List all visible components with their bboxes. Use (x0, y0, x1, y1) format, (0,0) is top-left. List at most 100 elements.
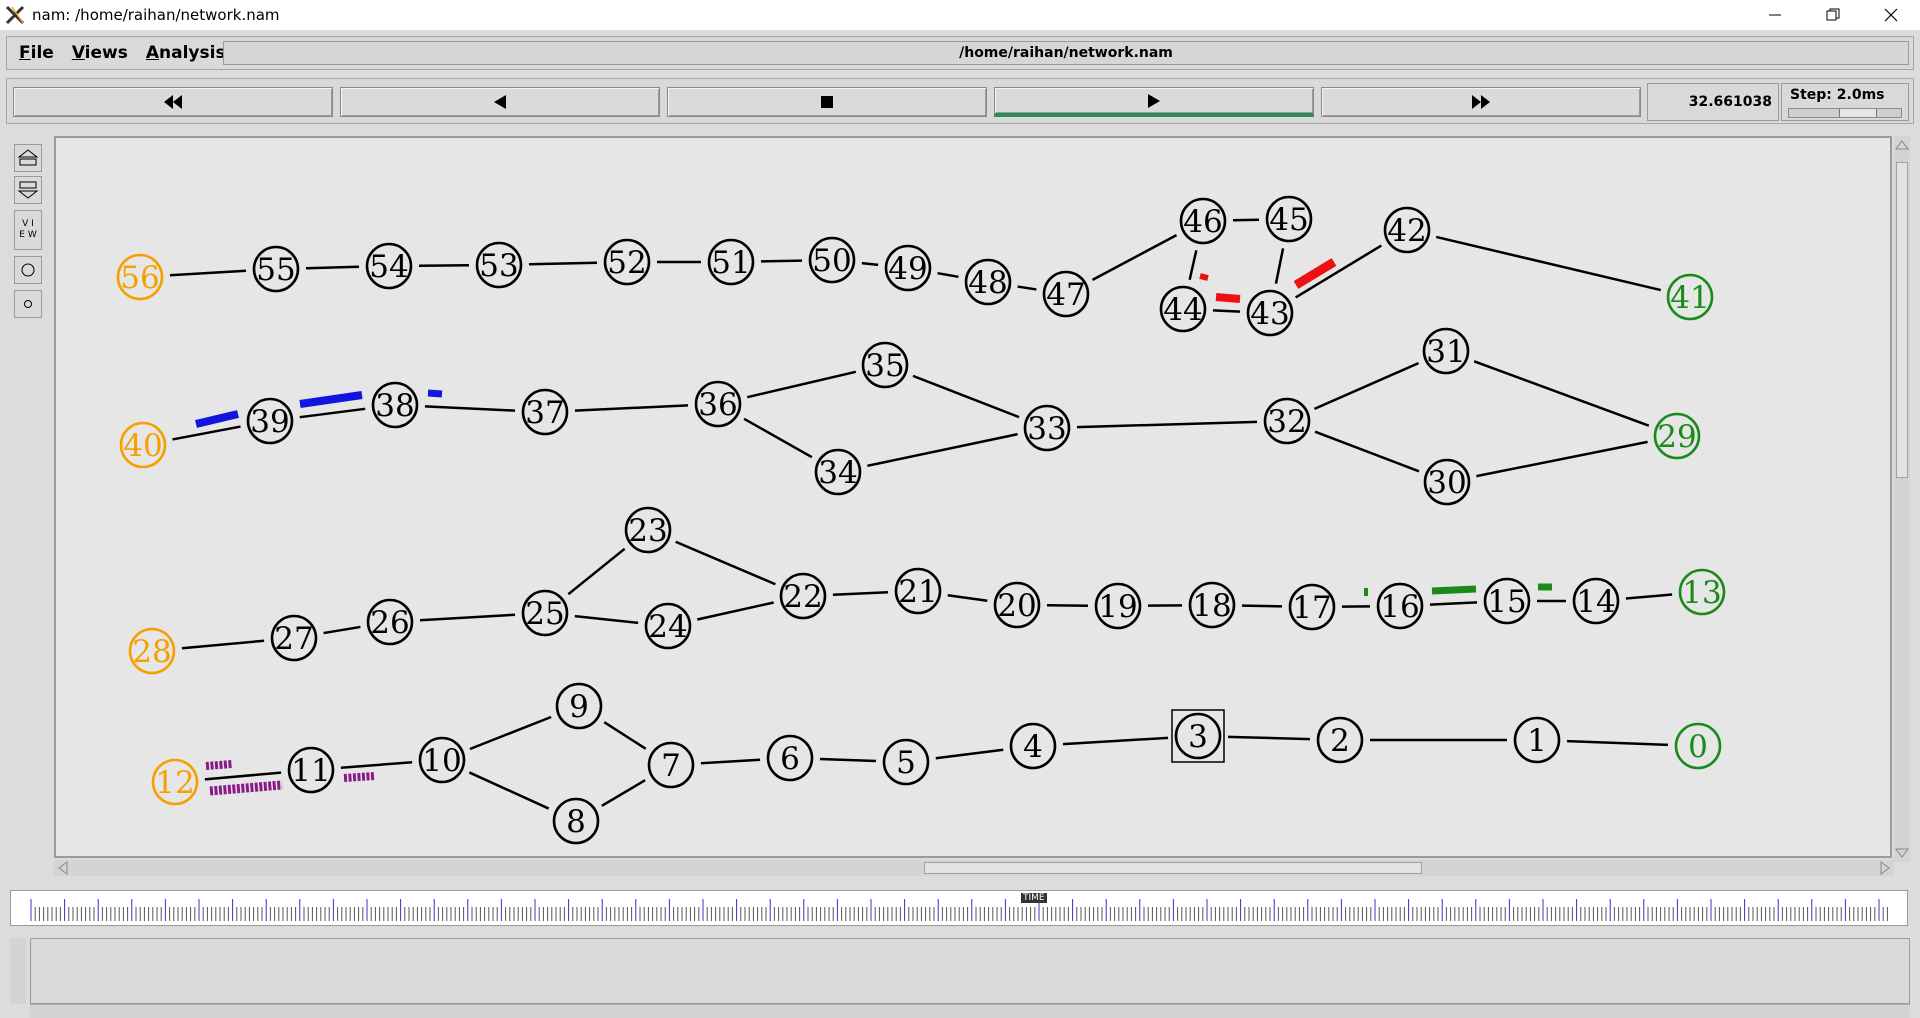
node-25[interactable]: 25 (523, 591, 567, 635)
link-48-47[interactable] (1018, 287, 1037, 290)
restore-button[interactable] (1804, 0, 1862, 30)
link-47-46[interactable] (1092, 235, 1176, 280)
node-19[interactable]: 19 (1096, 584, 1140, 628)
node-49[interactable]: 49 (886, 246, 930, 290)
node-36[interactable]: 36 (696, 382, 740, 426)
node-27[interactable]: 27 (272, 616, 316, 660)
node-43[interactable]: 43 (1248, 291, 1292, 335)
link-39-38[interactable] (300, 409, 365, 417)
node-4[interactable]: 4 (1011, 724, 1055, 768)
play-button[interactable] (994, 87, 1314, 117)
link-25-23[interactable] (568, 549, 624, 594)
link-31-29[interactable] (1474, 361, 1649, 425)
node-48[interactable]: 48 (966, 260, 1010, 304)
link-35-33[interactable] (913, 376, 1019, 417)
node-2[interactable]: 2 (1318, 718, 1362, 762)
vertical-scrollbar[interactable] (1894, 136, 1910, 862)
node-51[interactable]: 51 (709, 240, 753, 284)
link-45-43[interactable] (1276, 248, 1283, 283)
link-10-9[interactable] (470, 717, 551, 749)
node-16[interactable]: 16 (1378, 584, 1422, 628)
node-7[interactable]: 7 (649, 743, 693, 787)
link-55-54[interactable] (306, 267, 359, 268)
node-46[interactable]: 46 (1181, 199, 1225, 243)
step-slider[interactable] (1788, 108, 1902, 118)
link-32-30[interactable] (1315, 432, 1419, 472)
node-47[interactable]: 47 (1044, 272, 1088, 316)
link-9-7[interactable] (604, 722, 645, 749)
packet-red[interactable] (1296, 262, 1334, 285)
packet-purple[interactable] (210, 785, 282, 791)
link-37-36[interactable] (575, 405, 688, 410)
time-slider-thumb[interactable]: TIME (1021, 893, 1047, 903)
link-11-10[interactable] (341, 762, 412, 767)
node-29[interactable]: 29 (1655, 414, 1699, 458)
horizontal-scrollbar[interactable] (54, 860, 1894, 876)
node-13[interactable]: 13 (1680, 570, 1724, 614)
node-large-button[interactable] (14, 256, 42, 284)
link-44-43[interactable] (1213, 310, 1240, 311)
node-small-button[interactable] (14, 290, 42, 318)
node-37[interactable]: 37 (523, 390, 567, 434)
link-50-49[interactable] (862, 263, 878, 265)
node-56[interactable]: 56 (118, 255, 162, 299)
node-39[interactable]: 39 (248, 399, 292, 443)
link-23-22[interactable] (676, 542, 776, 584)
node-22[interactable]: 22 (781, 574, 825, 618)
node-54[interactable]: 54 (367, 244, 411, 288)
node-32[interactable]: 32 (1265, 399, 1309, 443)
link-7-6[interactable] (701, 760, 760, 763)
packet-red[interactable] (1200, 276, 1208, 278)
link-5-4[interactable] (936, 750, 1003, 759)
packet-green[interactable] (1432, 589, 1476, 591)
horizontal-scroll-thumb[interactable] (924, 862, 1422, 874)
link-36-35[interactable] (747, 372, 856, 397)
node-5[interactable]: 5 (884, 740, 928, 784)
view-button[interactable]: V I E W (14, 210, 42, 250)
packet-purple[interactable] (344, 776, 374, 778)
link-10-8[interactable] (469, 772, 548, 808)
annotation-horizontal-scrollbar[interactable] (30, 1004, 1910, 1018)
node-30[interactable]: 30 (1425, 460, 1469, 504)
vertical-scroll-thumb[interactable] (1896, 162, 1908, 478)
packet-blue[interactable] (428, 393, 442, 394)
stop-button[interactable] (667, 87, 987, 117)
link-32-31[interactable] (1314, 363, 1418, 409)
node-10[interactable]: 10 (420, 738, 464, 782)
node-50[interactable]: 50 (810, 238, 854, 282)
link-26-25[interactable] (420, 615, 515, 621)
node-26[interactable]: 26 (368, 600, 412, 644)
link-28-27[interactable] (182, 641, 264, 649)
link-51-50[interactable] (761, 261, 802, 262)
node-42[interactable]: 42 (1385, 208, 1429, 252)
link-43-42[interactable] (1296, 246, 1382, 298)
menu-file[interactable]: File (19, 43, 54, 63)
node-1[interactable]: 1 (1515, 718, 1559, 762)
node-20[interactable]: 20 (995, 583, 1039, 627)
node-15[interactable]: 15 (1485, 579, 1529, 623)
node-44[interactable]: 44 (1161, 287, 1205, 331)
node-24[interactable]: 24 (646, 604, 690, 648)
link-6-5[interactable] (820, 759, 876, 761)
link-46-44[interactable] (1190, 250, 1197, 279)
zoom-out-button[interactable] (14, 176, 42, 204)
link-34-33[interactable] (867, 434, 1017, 466)
link-36-34[interactable] (744, 419, 812, 457)
link-12-11[interactable] (205, 773, 281, 780)
minimize-button[interactable] (1746, 0, 1804, 30)
link-3-2[interactable] (1228, 737, 1310, 739)
packet-red[interactable] (1216, 297, 1240, 299)
node-52[interactable]: 52 (605, 240, 649, 284)
link-56-55[interactable] (170, 271, 246, 275)
link-46-45[interactable] (1233, 220, 1259, 221)
node-40[interactable]: 40 (121, 423, 165, 467)
node-28[interactable]: 28 (130, 629, 174, 673)
node-31[interactable]: 31 (1424, 329, 1468, 373)
menu-analysis[interactable]: Analysis (146, 43, 226, 63)
link-1-0[interactable] (1567, 741, 1668, 745)
link-18-17[interactable] (1242, 606, 1282, 607)
link-53-52[interactable] (529, 263, 597, 265)
node-38[interactable]: 38 (373, 383, 417, 427)
node-55[interactable]: 55 (254, 247, 298, 291)
